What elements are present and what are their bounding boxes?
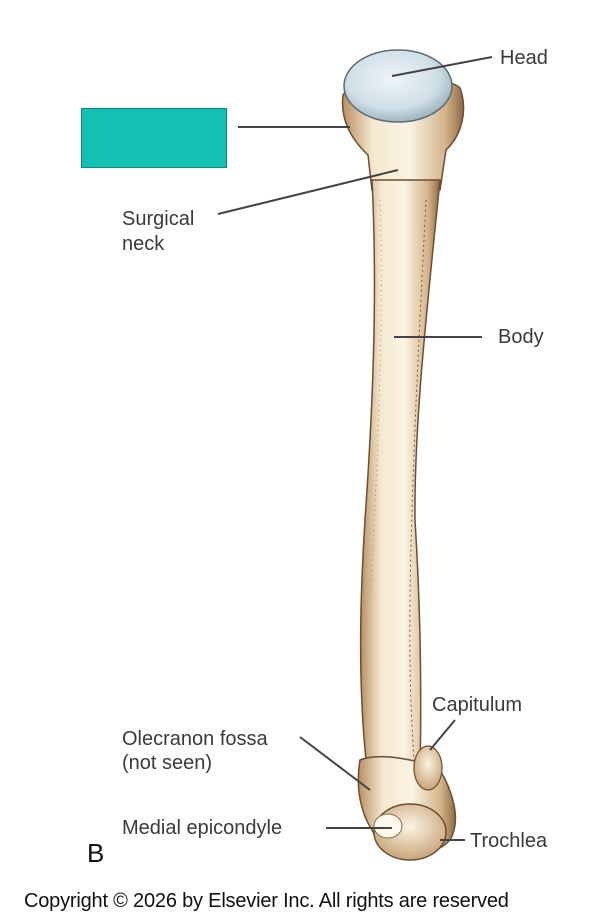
label-medial-epicondyle: Medial epicondyle [122,817,283,839]
label-olecranon-fossa-line2: (not seen) [122,752,213,774]
panel-letter: B [87,838,105,868]
leader-olecranon [299,736,371,791]
copyright-notice: Copyright © 2026 by Elsevier Inc. All ri… [24,890,509,912]
leader-surgical-neck [217,169,399,215]
label-trochlea: Trochlea [470,830,548,852]
label-body: Body [498,326,544,348]
leader-head [391,56,493,77]
label-capitulum: Capitulum [432,694,523,716]
humeral-head-shape [343,49,453,123]
label-surgical-neck-line2: neck [122,233,165,255]
hidden-label-box [81,108,227,168]
humerus-shaft [359,179,441,771]
capitulum-shape [413,745,443,791]
label-surgical-neck-line1: Surgical [122,208,195,230]
leader-capitulum [429,719,456,751]
label-olecranon-fossa-line1: Olecranon fossa [122,728,268,750]
label-head: Head [500,47,548,69]
